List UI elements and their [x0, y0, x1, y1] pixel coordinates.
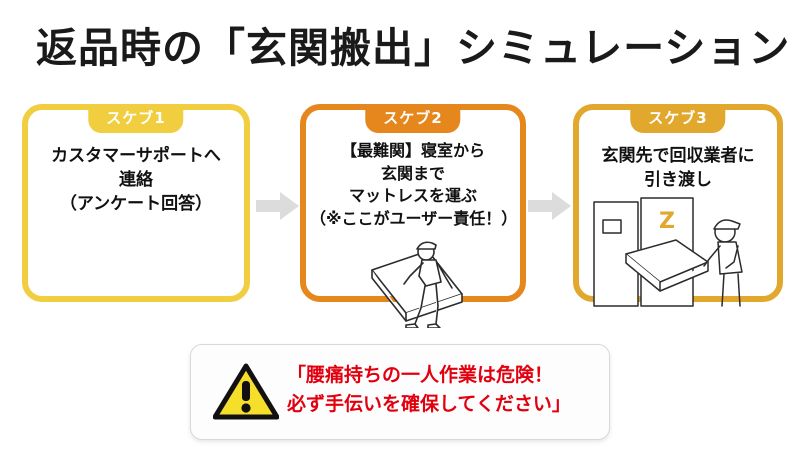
step-text-1: カスタマーサポートへ 連絡 （アンケート回答） — [51, 146, 221, 215]
door-z-label: Z — [659, 209, 675, 234]
warning-text: 「腰痛持ちの一人作業は危険！ 必ず手伝いを確保してください」 — [287, 364, 571, 416]
step-card-2: スケブ2 【最難関】寝室から 玄関まで マットレスを運ぶ （※ここがユーザー責任… — [300, 104, 526, 302]
warning-triangle-icon — [212, 363, 280, 421]
warning-callout: 「腰痛持ちの一人作業は危険！ 必ず手伝いを確保してください」 — [190, 344, 610, 440]
step-badge-2: スケブ2 — [365, 104, 461, 133]
step-badge-1: スケブ1 — [88, 104, 184, 133]
person-carrying-mattress-illustration — [366, 236, 496, 329]
doorway-handover-illustration: Z — [588, 196, 778, 308]
page-title: 返品時の「玄関搬出」シミュレーション — [36, 24, 791, 72]
step-text-3: 玄関先で回収業者に 引き渡し — [601, 146, 755, 191]
right-arrow-icon — [528, 191, 572, 221]
step-text-2: 【最難関】寝室から 玄関まで マットレスを運ぶ （※ここがユーザー責任！） — [310, 141, 518, 229]
step-card-1: スケブ1 カスタマーサポートへ 連絡 （アンケート回答） — [22, 104, 250, 302]
step-badge-3: スケブ3 — [630, 104, 726, 133]
right-arrow-icon — [256, 191, 300, 221]
